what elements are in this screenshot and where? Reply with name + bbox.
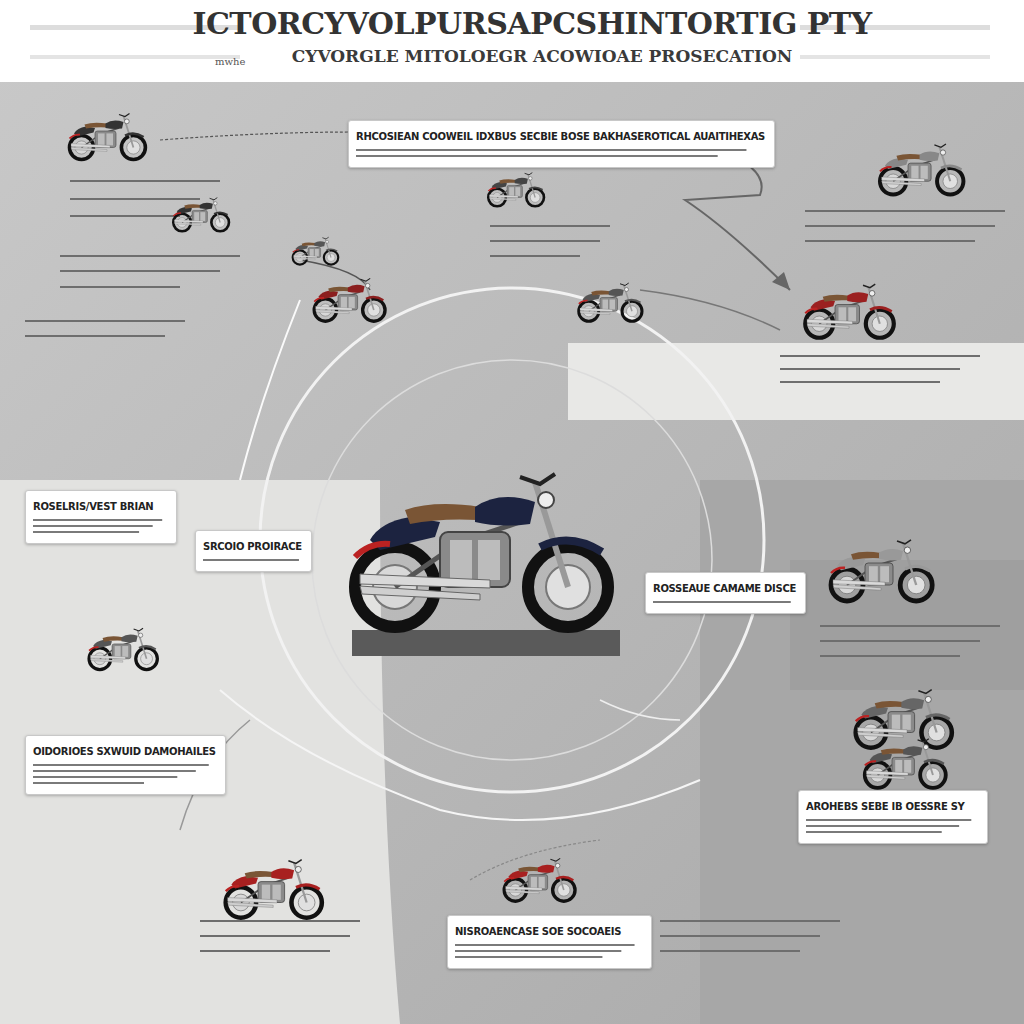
greeked-line bbox=[455, 956, 602, 958]
greeked-line bbox=[33, 531, 139, 533]
greeked-body-text bbox=[356, 148, 767, 162]
greeked-body-text bbox=[33, 763, 218, 789]
greeked-line bbox=[33, 770, 196, 772]
greeked-line bbox=[455, 944, 635, 946]
greeked-body-text bbox=[806, 818, 980, 838]
callout-heading: SRCOIO PROIRACE bbox=[203, 541, 302, 552]
greeked-line bbox=[203, 559, 299, 561]
greeked-line bbox=[455, 950, 621, 952]
greeked-body-text bbox=[653, 600, 798, 608]
greeked-line bbox=[33, 764, 209, 766]
greeked-line bbox=[33, 519, 162, 521]
callout-box: SRCOIO PROIRACE bbox=[195, 530, 312, 572]
greeked-line bbox=[806, 819, 971, 821]
subtitle-prefix: mwhe bbox=[215, 56, 245, 67]
greeked-line bbox=[653, 601, 791, 603]
greeked-body-text bbox=[33, 518, 169, 538]
page-title: ICTORCYVOLPURSAPCSHINTORTIG PTY bbox=[192, 6, 871, 41]
subtitle: CYVORGLE MITOLOEGR ACOWIOAE PROSECATION bbox=[292, 46, 793, 66]
greeked-line bbox=[356, 155, 718, 157]
greeked-line bbox=[356, 149, 746, 151]
greeked-line bbox=[33, 776, 177, 778]
greeked-line bbox=[806, 825, 959, 827]
greeked-body-text bbox=[203, 558, 304, 566]
callout-heading: RHCOSIEAN COOWEIL IDXBUS SECBIE BOSE BAK… bbox=[356, 131, 765, 142]
callout-box: ROSELRIS/VEST BRIAN bbox=[25, 490, 177, 544]
callout-box: NISROAENCASE SOE SOCOAEIS bbox=[447, 915, 652, 969]
greeked-line bbox=[806, 831, 942, 833]
callout-heading: OIDORIOES SXWUID DAMOHAILES bbox=[33, 746, 216, 757]
greeked-body-text bbox=[455, 943, 644, 963]
callout-heading: ROSSEAUE CAMAME DISCE bbox=[653, 583, 796, 594]
callout-heading: NISROAENCASE SOE SOCOAEIS bbox=[455, 926, 621, 937]
callout-box: OIDORIOES SXWUID DAMOHAILES bbox=[25, 735, 226, 795]
greeked-line bbox=[33, 782, 144, 784]
callout-heading: ROSELRIS/VEST BRIAN bbox=[33, 501, 153, 512]
callout-heading: AROHEBS SEBE IB OESSRE SY bbox=[806, 801, 964, 812]
callout-box: AROHEBS SEBE IB OESSRE SY bbox=[798, 790, 988, 844]
greeked-line bbox=[33, 525, 153, 527]
callout-box: RHCOSIEAN COOWEIL IDXBUS SECBIE BOSE BAK… bbox=[348, 120, 775, 168]
callout-box: ROSSEAUE CAMAME DISCE bbox=[645, 572, 806, 614]
